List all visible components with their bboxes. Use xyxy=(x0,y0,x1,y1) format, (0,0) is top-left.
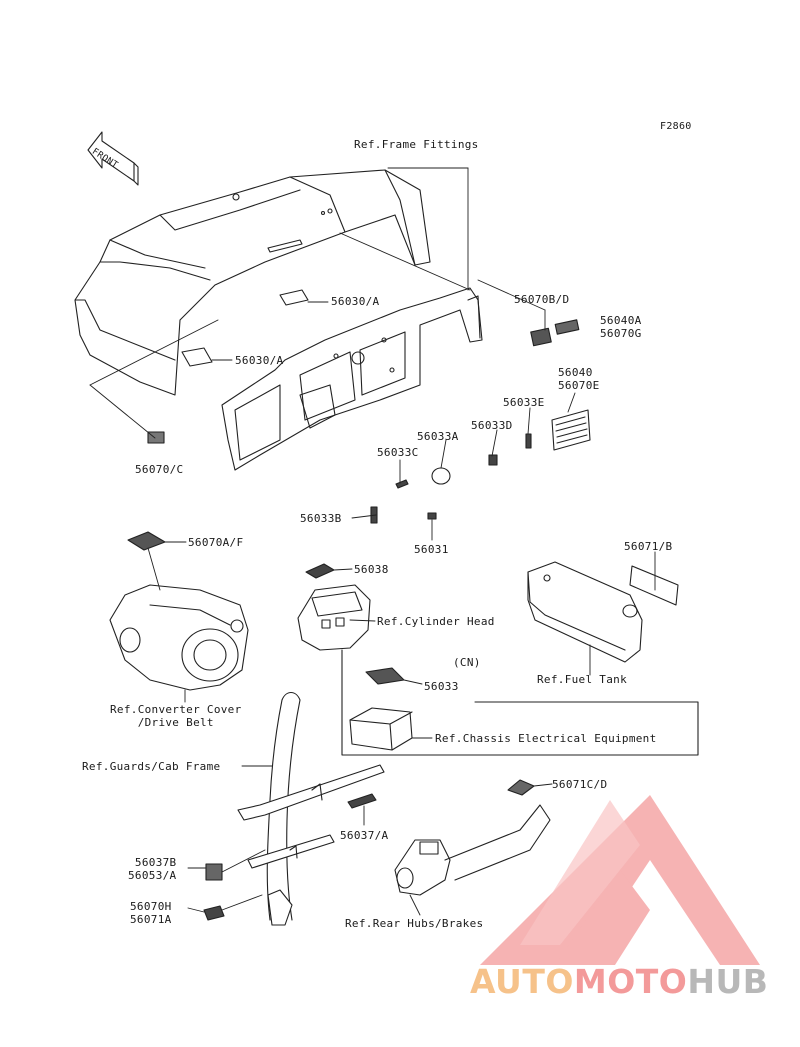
label-ref-chassis-electrical: Ref.Chassis Electrical Equipment xyxy=(435,732,657,745)
label-56040A-56070G: 56040A 56070G xyxy=(600,314,642,340)
label-56033D: 56033D xyxy=(471,419,513,432)
decal-56030A-top xyxy=(279,289,309,306)
label-ref-rear-hubs-brakes: Ref.Rear Hubs/Brakes xyxy=(345,917,484,930)
label-56033E: 56033E xyxy=(503,396,545,409)
label-ref-fuel-tank: Ref.Fuel Tank xyxy=(537,673,627,686)
converter-cover-housing xyxy=(109,584,249,691)
label-ref-cylinder-head: Ref.Cylinder Head xyxy=(377,615,495,628)
decal-56038 xyxy=(305,563,335,579)
watermark-hub: HUB xyxy=(687,962,769,1001)
decal-56033D xyxy=(488,454,498,466)
label-56031: 56031 xyxy=(414,543,449,556)
label-ref-guards-cab-frame: Ref.Guards/Cab Frame xyxy=(82,760,221,773)
decal-56070AF xyxy=(127,531,166,551)
label-56033A: 56033A xyxy=(417,430,459,443)
decal-56040A xyxy=(554,319,580,335)
watermark-moto: MOTO xyxy=(573,962,688,1001)
label-56033C: 56033C xyxy=(377,446,419,459)
label-56070H-56071A: 56070H 56071A xyxy=(130,900,172,926)
decal-56071CD xyxy=(507,779,535,796)
label-56070AF: 56070A/F xyxy=(188,536,244,549)
decal-56071B xyxy=(629,565,679,606)
label-56030A-top: 56030/A xyxy=(331,295,380,308)
figure-code: F2860 xyxy=(660,121,692,132)
decal-56037B xyxy=(205,863,223,881)
label-56037A: 56037/A xyxy=(340,829,389,842)
cn-group-bracket xyxy=(341,649,699,756)
fuel-tank xyxy=(527,561,643,663)
automotohub-watermark: AUTOMOTOHUB xyxy=(470,962,768,1001)
label-56033: 56033 xyxy=(424,680,459,693)
label-cn: (CN) xyxy=(453,656,481,669)
watermark-auto: AUTO xyxy=(470,962,574,1001)
label-ref-converter-cover: Ref.Converter Cover /Drive Belt xyxy=(110,703,242,729)
label-56037B-56053A: 56037B 56053/A xyxy=(128,856,177,882)
label-56030A-left: 56030/A xyxy=(235,354,284,367)
decal-56040-plate xyxy=(551,409,591,451)
automotohub-logo-mark xyxy=(480,795,760,965)
front-arrow-icon xyxy=(87,131,139,186)
chassis-electrical-box xyxy=(349,707,413,751)
cylinder-head xyxy=(297,584,371,651)
label-56070C: 56070/C xyxy=(135,463,184,476)
decal-56070C xyxy=(147,431,165,444)
decal-56033A xyxy=(431,467,451,485)
label-56040-56070E: 56040 56070E xyxy=(558,366,600,392)
label-56038: 56038 xyxy=(354,563,389,576)
label-56033B: 56033B xyxy=(300,512,342,525)
decal-56033C xyxy=(395,479,409,489)
label-ref-frame-fittings: Ref.Frame Fittings xyxy=(354,138,479,151)
leader-lines xyxy=(89,167,656,916)
decal-56033 xyxy=(365,667,405,685)
rear-hub-brakes xyxy=(394,804,551,896)
guards-cab-frame xyxy=(237,691,385,926)
decal-56037A xyxy=(347,793,377,809)
label-56071CD: 56071C/D xyxy=(552,778,608,791)
decal-56031 xyxy=(427,512,437,520)
decal-56070H xyxy=(203,905,225,921)
cab-roof-body xyxy=(74,169,431,396)
decal-56033E xyxy=(525,433,532,449)
rear-panel xyxy=(221,287,483,471)
decal-56030A-left xyxy=(181,347,213,367)
label-56071B: 56071/B xyxy=(624,540,673,553)
decal-56070BD xyxy=(530,327,552,347)
label-56070BD: 56070B/D xyxy=(514,293,570,306)
